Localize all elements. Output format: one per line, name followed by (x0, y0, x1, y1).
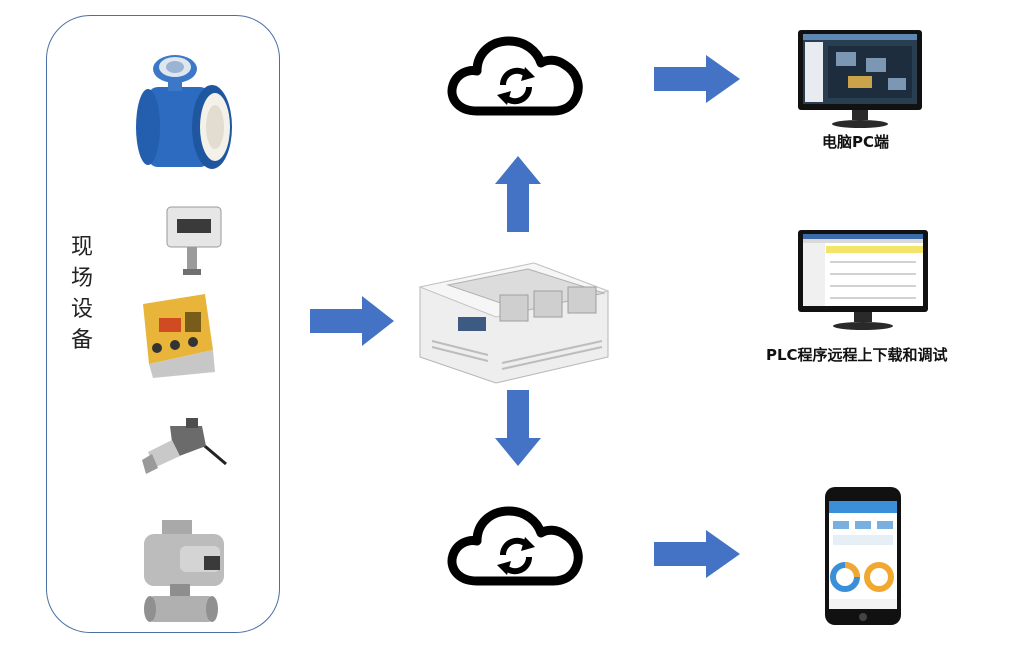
flowmeter-icon (136, 55, 232, 169)
electric-valve-icon (144, 520, 224, 622)
arrow-right-to-plc (310, 296, 394, 346)
pressure-transmitter-icon (142, 418, 227, 474)
pc-monitor-icon (798, 30, 922, 128)
field-devices-label: 现场设备 (70, 235, 93, 353)
plc-debug-label: PLC程序远程上下载和调试 (766, 346, 948, 364)
plc-controller-icon (418, 262, 610, 384)
duct-sensor-icon (166, 206, 222, 275)
arrow-right-to-phone (654, 530, 740, 578)
smartphone-icon (825, 487, 901, 625)
pc-label: 电脑PC端 (822, 133, 890, 151)
arrow-right-to-pc (654, 55, 740, 103)
arrow-up-to-cloud (495, 156, 541, 232)
cloud-sync-icon-bottom (447, 506, 583, 586)
field-devices-panel (46, 15, 280, 633)
cloud-sync-icon-top (447, 36, 583, 116)
plc-programming-monitor-icon (798, 230, 928, 330)
arrow-down-to-cloud (495, 390, 541, 466)
io-module-icon (143, 294, 215, 378)
